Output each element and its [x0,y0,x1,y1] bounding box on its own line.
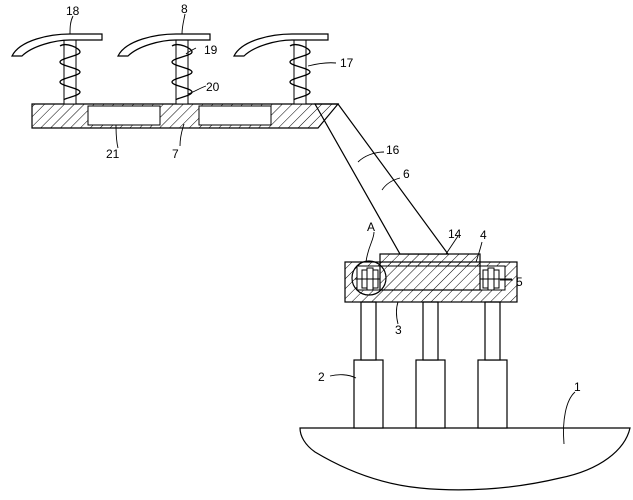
spring-assembly-3 [233,33,329,105]
cylinder-middle [415,359,446,429]
rod-left [360,301,377,361]
label-7: 7 [172,147,179,161]
label-6: 6 [403,167,410,181]
label-8: 8 [181,2,188,16]
spring-assembly-1 [11,33,103,105]
slot-right [198,105,272,126]
slot-left [87,105,161,126]
label-21: 21 [106,147,120,161]
diagonal-arm [313,103,450,255]
rod-right [484,301,501,361]
label-16: 16 [386,143,400,157]
cylinder-right [477,359,508,429]
spring-assembly-2 [117,33,211,105]
top-beam [31,103,340,129]
rod-middle [422,301,439,361]
label-18: 18 [66,4,80,18]
label-20: 20 [206,80,220,94]
label-4: 4 [480,228,487,242]
label-1: 1 [574,380,581,394]
label-a: A [367,220,375,234]
cylinder-left [353,359,384,429]
label-17: 17 [340,56,354,70]
slider-block [379,253,481,291]
label-14: 14 [448,227,462,241]
detail-circle-a [351,260,387,296]
label-19: 19 [204,43,218,57]
leader-lines [69,13,576,445]
label-5: 5 [516,275,523,289]
label-2: 2 [318,370,325,384]
ground-base [299,427,631,491]
label-3: 3 [395,323,402,337]
